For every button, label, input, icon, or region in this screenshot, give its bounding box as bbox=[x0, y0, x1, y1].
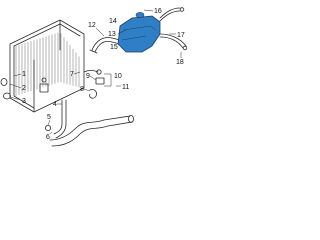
bypass-hose bbox=[159, 33, 188, 51]
overflow-hose bbox=[159, 7, 185, 22]
upper-hose bbox=[89, 37, 121, 54]
callout-18: 18 bbox=[176, 59, 184, 66]
callout-6: 6 bbox=[46, 134, 50, 141]
leader-lines bbox=[9, 9, 182, 135]
callout-7: 7 bbox=[70, 71, 74, 78]
parts-diagram: 1 2 3 4 5 6 7 8 9 10 11 12 13 14 15 16 1… bbox=[0, 7, 188, 147]
callout-1: 1 bbox=[22, 71, 26, 78]
reservoir-cap bbox=[135, 12, 145, 18]
callout-5: 5 bbox=[47, 114, 51, 121]
callout-17: 17 bbox=[177, 32, 185, 39]
callout-12: 12 bbox=[88, 22, 96, 29]
hose-clamps-left bbox=[0, 77, 49, 100]
radiator bbox=[9, 19, 85, 113]
coolant-reservoir bbox=[117, 12, 161, 53]
callout-10: 10 bbox=[114, 73, 122, 80]
callout-9: 9 bbox=[86, 73, 90, 80]
radiator-fins bbox=[15, 32, 80, 96]
bleed-fittings bbox=[83, 69, 105, 99]
callout-3: 3 bbox=[22, 98, 26, 105]
lower-hose bbox=[45, 99, 134, 147]
callout-14: 14 bbox=[109, 18, 117, 25]
callout-13: 13 bbox=[108, 31, 116, 38]
reservoir-tank bbox=[117, 15, 161, 53]
callout-2: 2 bbox=[22, 85, 26, 92]
callout-15: 15 bbox=[110, 44, 118, 51]
callout-labels: 1 2 3 4 5 6 7 8 9 10 11 12 13 14 15 16 1… bbox=[22, 8, 185, 141]
callout-16: 16 bbox=[154, 8, 162, 15]
callout-8: 8 bbox=[80, 86, 84, 93]
callout-4: 4 bbox=[53, 101, 57, 108]
callout-11: 11 bbox=[122, 84, 129, 91]
